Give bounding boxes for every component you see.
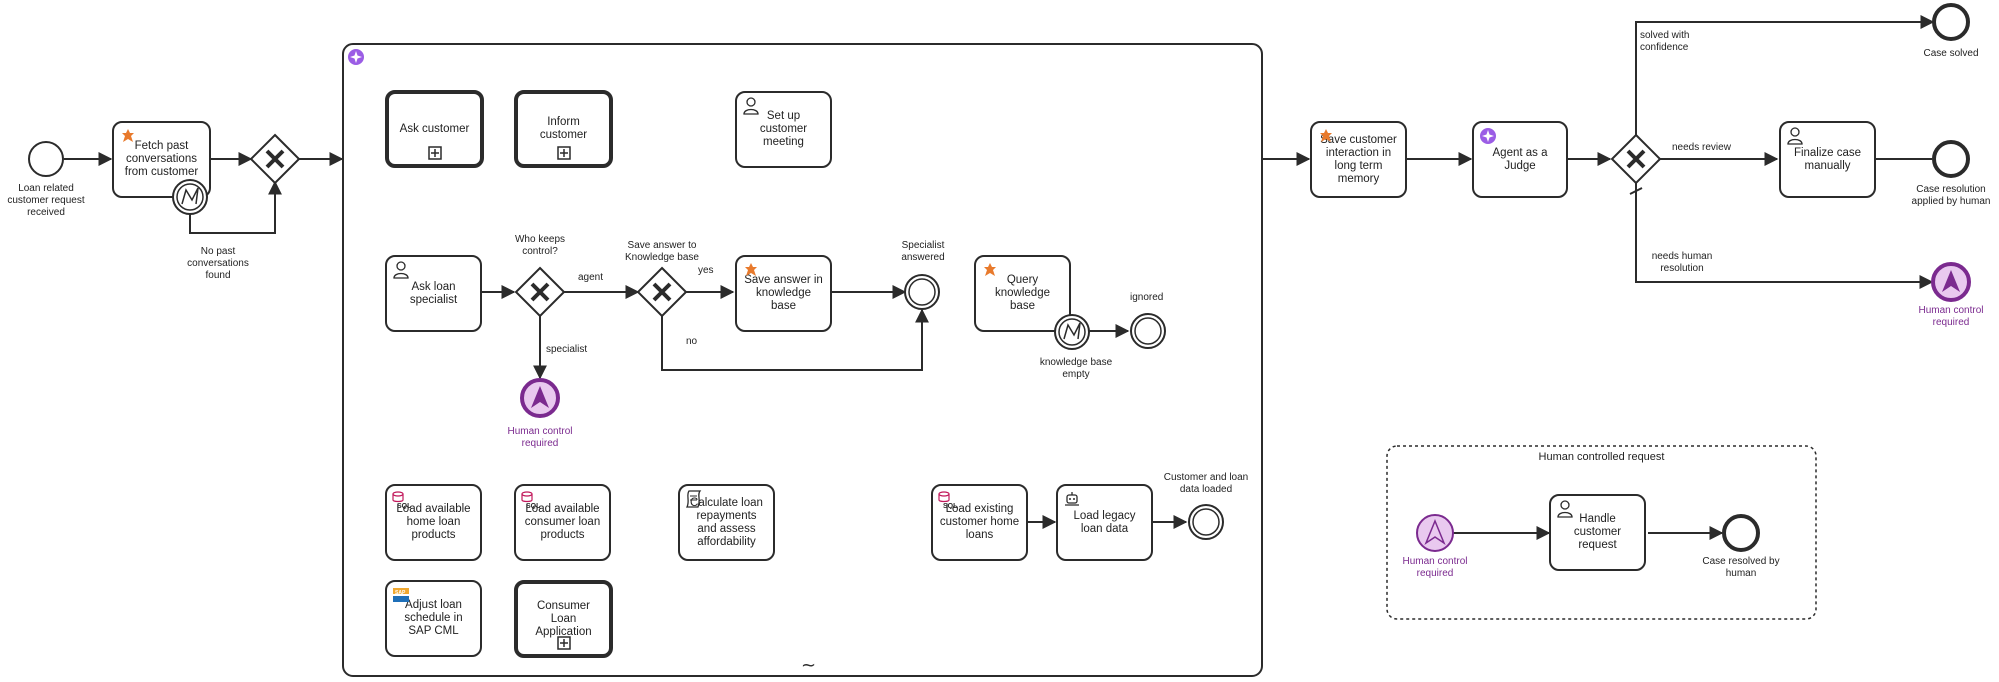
connector-icon: SAP xyxy=(393,588,409,602)
user-task-icon xyxy=(743,97,759,115)
task-agent-judge[interactable]: Agent as a Judge xyxy=(1472,121,1568,198)
sql-icon: SQL xyxy=(392,491,411,509)
flow-label-yes: yes xyxy=(698,265,714,276)
service-task-icon xyxy=(745,263,757,276)
escalation-end-event-2 xyxy=(1931,262,1971,302)
task-setup-meeting[interactable]: Set up customer meeting xyxy=(735,91,832,168)
adhoc-subprocess[interactable] xyxy=(342,43,1263,677)
flow-label-needs-review: needs review xyxy=(1672,142,1731,153)
task-handle-request[interactable]: Handle customer request xyxy=(1549,494,1646,571)
task-query-kb[interactable]: Query knowledge base xyxy=(974,255,1071,332)
subprocess-consumer-app[interactable]: Consumer Loan Application xyxy=(514,580,613,658)
task-save-interaction[interactable]: Save customer interaction in long term m… xyxy=(1310,121,1407,198)
label-case-resolution-human: Case resolution applied by human xyxy=(1911,184,1991,207)
service-task-icon xyxy=(122,129,134,142)
flow-label-solved-confidence: solved with confidence xyxy=(1640,30,1690,53)
subprocess-marker-icon xyxy=(427,146,442,160)
label-customer-loaded: Customer and loan data loaded xyxy=(1163,472,1249,495)
intermediate-event-specialist-answered xyxy=(904,274,940,310)
svg-text:SQL: SQL xyxy=(943,503,957,509)
task-load-home[interactable]: SQL Load available home loan products xyxy=(385,484,482,561)
label-no-past: No past conversations found xyxy=(187,246,249,281)
escalation-end-event-1 xyxy=(520,378,560,418)
gateway-save-answer xyxy=(636,266,688,318)
task-calc-repayments[interactable]: Calculate loan repayments and assess aff… xyxy=(678,484,775,561)
flow-label-agent: agent xyxy=(578,272,604,283)
end-event-case-resolution-human xyxy=(1932,140,1970,178)
label-human-control-3: Human control required xyxy=(1402,556,1468,579)
sql-icon: SQL xyxy=(521,491,540,509)
label-case-resolved-human: Case resolved by human xyxy=(1702,556,1780,579)
user-task-icon xyxy=(1787,127,1803,145)
label-case-solved: Case solved xyxy=(1923,48,1979,59)
human-controlled-group xyxy=(1386,445,1817,620)
label-who-keeps-control: Who keeps control? xyxy=(514,234,566,257)
svg-text:SQL: SQL xyxy=(397,503,411,509)
script-icon xyxy=(685,490,702,508)
task-load-existing[interactable]: SQL Load existing customer home loans xyxy=(931,484,1028,561)
user-task-icon xyxy=(1557,500,1573,518)
start-event xyxy=(28,141,64,177)
sequence-flows xyxy=(64,15,1935,540)
intermediate-event-customer-loaded xyxy=(1188,504,1224,540)
flow-label-needs-human: needs human resolution xyxy=(1651,251,1713,274)
robot-icon xyxy=(1065,492,1079,506)
adhoc-marker-icon: ~ xyxy=(801,655,816,676)
label-save-answer-q: Save answer to Knowledge base xyxy=(625,240,699,263)
service-task-icon xyxy=(984,263,996,276)
ai-agent-icon xyxy=(348,49,364,65)
intermediate-event-ignored xyxy=(1130,313,1166,349)
group-title: Human controlled request xyxy=(1538,451,1665,463)
sql-icon: SQL xyxy=(938,491,957,509)
error-boundary-event xyxy=(1054,314,1090,350)
user-task-icon xyxy=(393,261,409,279)
task-ask-specialist[interactable]: Ask loan specialist xyxy=(385,255,482,332)
label-specialist-answered: Specialist answered xyxy=(901,240,945,263)
subprocess-inform-customer[interactable]: Inform customer xyxy=(514,90,613,168)
svg-text:SQL: SQL xyxy=(526,503,540,509)
task-finalize-case[interactable]: Finalize case manually xyxy=(1779,121,1876,198)
task-load-legacy[interactable]: Load legacy loan data xyxy=(1056,484,1153,561)
flow-label-specialist: specialist xyxy=(546,344,588,355)
flow-label-no: no xyxy=(686,336,698,347)
label-human-control-2: Human control required xyxy=(1918,305,1984,328)
label-human-control-1: Human control required xyxy=(507,426,573,449)
task-fetch-past[interactable]: Fetch past conversations from customer xyxy=(112,121,211,198)
subprocess-marker-icon xyxy=(556,636,571,650)
task-adjust-schedule[interactable]: SAP Adjust loan schedule in SAP CML xyxy=(385,580,482,657)
label-kb-empty: knowledge base empty xyxy=(1039,357,1113,380)
escalation-start-event xyxy=(1416,514,1454,552)
gateway-who-keeps-control xyxy=(514,266,566,318)
subprocess-marker-icon xyxy=(556,146,571,160)
end-event-case-solved xyxy=(1932,3,1970,41)
gateway-judge-result xyxy=(1610,133,1662,185)
task-save-answer[interactable]: Save answer in knowledge base xyxy=(735,255,832,332)
subprocess-ask-customer[interactable]: Ask customer xyxy=(385,90,484,168)
exclusive-gateway xyxy=(249,133,301,185)
label-ignored: ignored xyxy=(1130,292,1164,303)
ai-agent-icon xyxy=(1480,128,1496,144)
end-event-case-resolved-human xyxy=(1722,514,1760,552)
service-task-icon xyxy=(1320,129,1332,142)
label-start: Loan related customer request received xyxy=(7,183,85,218)
task-load-consumer[interactable]: SQL Load available consumer loan product… xyxy=(514,484,611,561)
error-boundary-event xyxy=(172,179,208,215)
svg-text:SAP: SAP xyxy=(395,590,406,596)
